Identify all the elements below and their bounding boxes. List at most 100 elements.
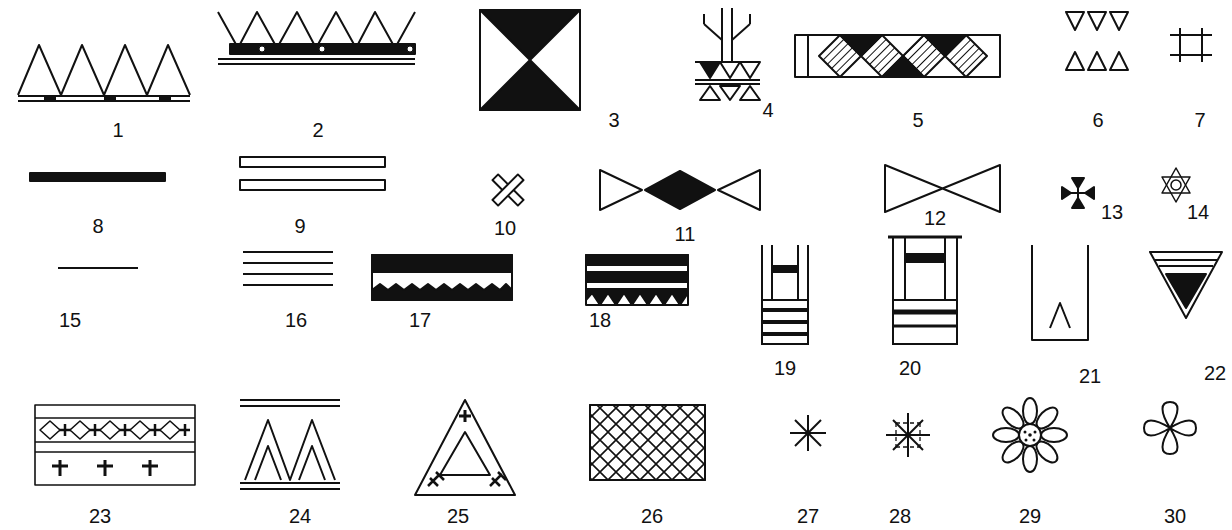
callout-number: 2: [312, 120, 323, 140]
flower-motif-part-part: [993, 428, 1019, 442]
arrow-cross: [1062, 178, 1094, 208]
tree-motif-part: [721, 8, 723, 62]
arrow-cross-part: [1062, 187, 1071, 199]
callout-number: 22: [1204, 363, 1226, 383]
triangle-rows-part: [1110, 12, 1128, 30]
gate-motif-part: [892, 237, 894, 345]
tree-motif-part: [695, 79, 760, 81]
bowtie-diamond-part: [645, 171, 715, 209]
callout-number: 7: [1194, 110, 1205, 130]
mountain-motif-part: [245, 420, 335, 480]
flower-motif-part-part: [1041, 428, 1067, 442]
tree-motif-part: [704, 24, 722, 40]
bowtie-diamond: [600, 170, 760, 210]
hourglass-square-part: [480, 60, 580, 110]
flower-motif-part: [993, 398, 1067, 472]
triangle-rows-part: [1110, 52, 1128, 70]
double-bar: [240, 157, 385, 190]
striped-toothed-band-part: [586, 255, 688, 265]
mountain-motif-part: [299, 446, 325, 480]
callout-number: 20: [899, 358, 921, 378]
tree-motif-part: [700, 62, 720, 78]
flower-motif-part-part: [1028, 433, 1032, 437]
hourglass-square-part: [480, 10, 580, 60]
zigzag-bar-motif-part: [407, 46, 413, 52]
callout-number: 6: [1092, 110, 1103, 130]
tree-motif-part: [740, 86, 760, 100]
flower-motif: [993, 398, 1067, 472]
callout-number: 18: [589, 310, 611, 330]
tree-motif-part: [732, 24, 750, 40]
pillar-motif: [762, 245, 808, 345]
four-lines-part: [243, 262, 333, 264]
callout-number: 3: [608, 110, 619, 130]
flower-motif-part-part: [1024, 431, 1027, 434]
gate-motif-part: [905, 254, 945, 262]
callout-number: 4: [762, 100, 773, 120]
diamond-cross-band-part: [35, 451, 195, 453]
callout-number: 14: [1187, 202, 1209, 222]
asterisk-frame-motif-part: [893, 420, 923, 450]
callout-number: 12: [924, 208, 946, 228]
striped-toothed-band-part: [586, 272, 688, 282]
asterisk-frame-motif: [886, 413, 930, 457]
callout-number: 29: [1019, 506, 1041, 526]
gate-motif-part: [904, 237, 906, 300]
lattice-panel: [590, 405, 705, 480]
tree-motif-part: [720, 62, 740, 78]
zigzag-motif-part: [45, 96, 55, 101]
callout-number: 17: [409, 310, 431, 330]
u-motif: [1032, 245, 1088, 340]
cross-bars: [492, 174, 523, 205]
diamond-cross-band-part: [35, 405, 195, 485]
pillar-motif-part: [762, 299, 808, 301]
hash-motif-part: [1170, 34, 1212, 36]
gate-motif-part: [893, 343, 957, 345]
mountain-motif-part: [240, 488, 340, 490]
flower-motif-part-part: [1025, 439, 1028, 442]
arrow-cross-part: [1085, 187, 1094, 199]
diamond-cross-band-part: [70, 421, 90, 439]
callout-number: 28: [889, 506, 911, 526]
cross-bars-part: [492, 174, 523, 205]
diamond-band: [795, 35, 1000, 77]
arrow-cross-part: [1072, 198, 1084, 208]
callout-number: 19: [774, 358, 796, 378]
flower-motif-part-part: [1019, 424, 1041, 446]
nested-triangle-part: [490, 472, 506, 486]
callout-number: 9: [294, 216, 305, 236]
striped-toothed-band-part: [586, 289, 688, 305]
diamond-band-part-part: [840, 35, 882, 56]
gate-motif-part: [893, 325, 957, 328]
down-triangle-part: [1159, 265, 1213, 267]
diamond-band-part-part: [924, 35, 966, 56]
pillar-motif-part: [762, 332, 808, 336]
nested-triangle-part: [415, 400, 515, 495]
pillar-motif-part: [772, 266, 798, 272]
toothed-band-part: [372, 255, 512, 300]
tree-motif-part: [700, 86, 720, 100]
callout-number: 21: [1079, 366, 1101, 386]
triangle-rows-part: [1088, 12, 1106, 30]
callout-number: 16: [285, 310, 307, 330]
diamond-band-part: [795, 35, 1000, 77]
asterisk-motif-part: [795, 420, 821, 446]
hourglass-square-part: [480, 10, 580, 110]
diamond-cross-band-part: [35, 417, 195, 419]
lattice-panel-part: [590, 405, 705, 480]
callout-number: 8: [92, 216, 103, 236]
u-motif-part: [1032, 245, 1088, 340]
four-lines: [243, 252, 333, 285]
zigzag-bar-motif-part: [259, 46, 265, 52]
zigzag-motif-part: [105, 96, 115, 101]
callout-number: 5: [912, 110, 923, 130]
nested-triangle: [415, 400, 515, 495]
down-triangle-part: [1155, 259, 1217, 261]
down-triangle-part: [1150, 252, 1222, 318]
callout-number: 30: [1164, 506, 1186, 526]
bowtie-diamond-part: [718, 170, 760, 210]
bowtie: [885, 165, 1000, 212]
asterisk-frame-motif-part: [893, 420, 923, 450]
toothed-band: [372, 255, 512, 300]
